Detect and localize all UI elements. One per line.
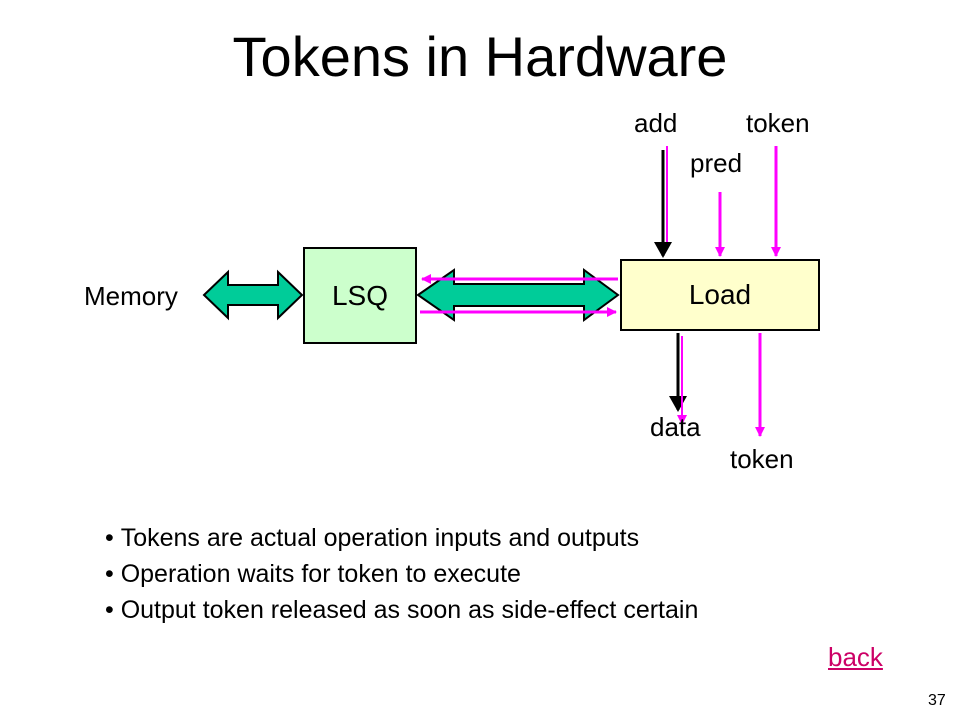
memory-label: Memory xyxy=(84,281,178,311)
back-link[interactable]: back xyxy=(828,642,883,672)
load-label: Load xyxy=(688,279,752,310)
lsq-label: LSQ xyxy=(331,279,389,311)
slide-title: Tokens in Hardware xyxy=(232,25,728,88)
page-number: 37 xyxy=(928,692,946,709)
add-input-label: add xyxy=(634,108,678,138)
token-output-label: token xyxy=(730,444,794,474)
load-box: Load xyxy=(620,259,820,331)
data-output-label: data xyxy=(650,412,701,442)
lsq-box: LSQ xyxy=(303,247,417,344)
bullet-item: Tokens are actual operation inputs and o… xyxy=(105,520,698,556)
bullet-item: Output token released as soon as side-ef… xyxy=(105,592,699,628)
memory-lsq-bus-arrow xyxy=(202,269,304,321)
token-input-label: token xyxy=(746,108,810,138)
pred-input-label: pred xyxy=(690,148,743,178)
bullet-list: Tokens are actual operation inputs and o… xyxy=(105,520,699,628)
bullet-item: Operation waits for token to execute xyxy=(105,556,698,592)
